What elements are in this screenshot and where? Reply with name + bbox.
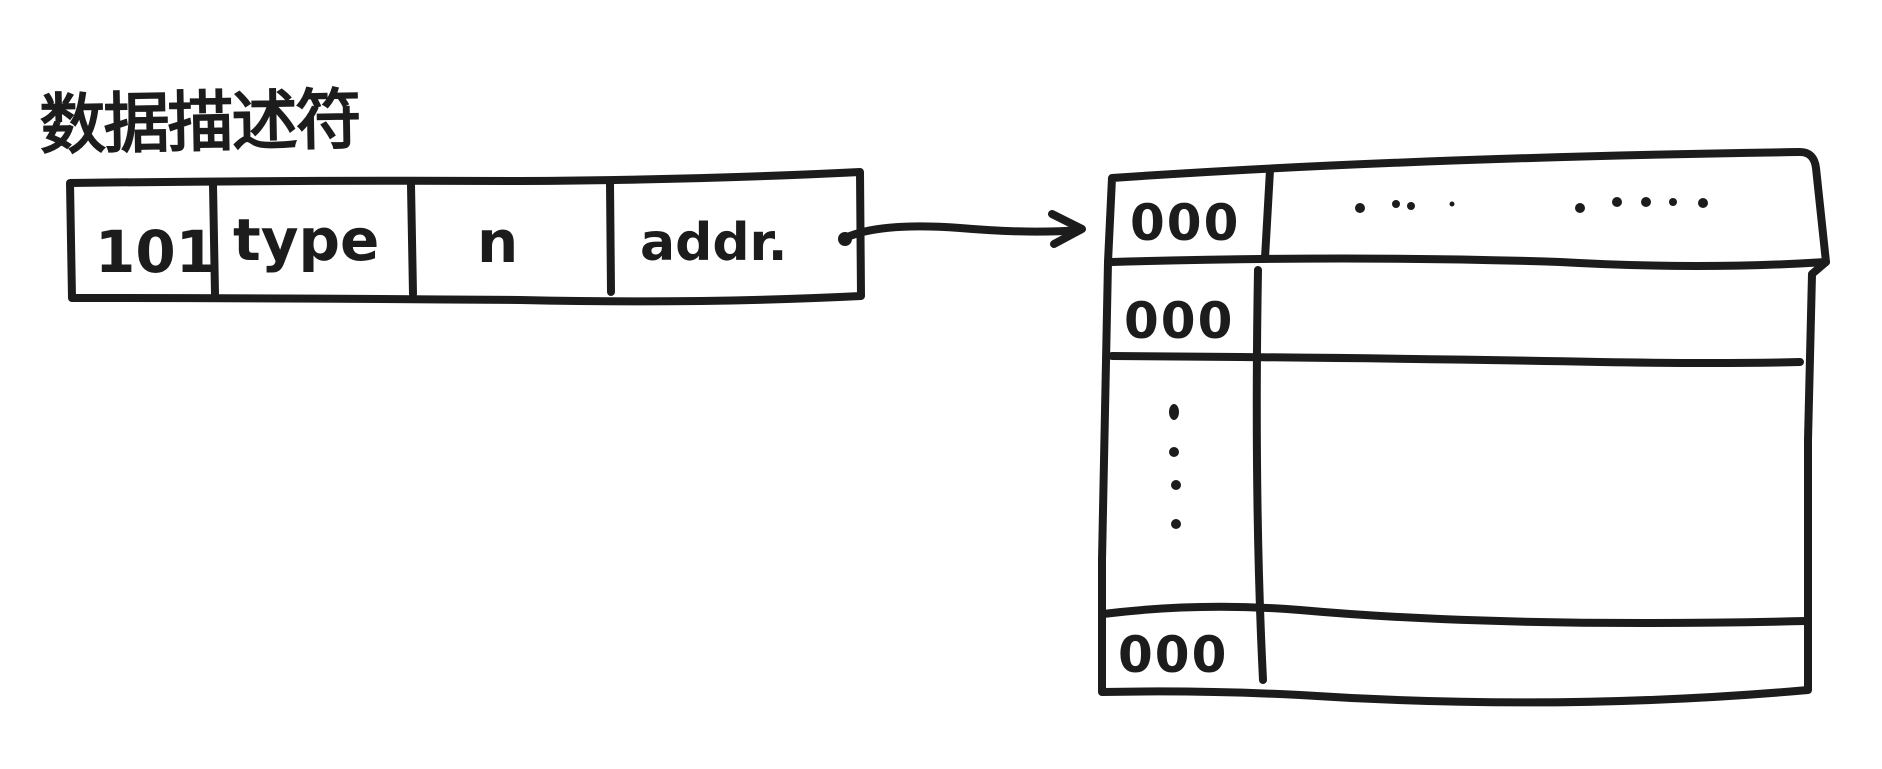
header-row-divider <box>1108 254 1830 270</box>
descriptor-field-type: type <box>233 206 379 274</box>
descriptor-field-101: 101 <box>95 218 216 286</box>
header-column-divider <box>1261 166 1274 262</box>
header-ellipsis <box>1355 197 1708 213</box>
descriptor-divider-1 <box>209 181 219 298</box>
row-divider-2 <box>1099 602 1810 627</box>
descriptor-field-addr: addr. <box>640 213 788 273</box>
table-row-label-last: 000 <box>1118 626 1228 684</box>
descriptor-field-n: n <box>477 208 518 276</box>
table-outline <box>1098 148 1830 707</box>
table-row-label-first: 000 <box>1124 292 1234 350</box>
diagram-title: 数据描述符 <box>39 81 360 164</box>
descriptor-outline <box>66 168 865 306</box>
row-divider-1 <box>1108 352 1804 367</box>
pointer-line <box>841 222 1084 242</box>
left-column-divider <box>1252 266 1267 684</box>
vertical-ellipsis <box>1169 404 1181 529</box>
descriptor-divider-3 <box>606 179 615 296</box>
pointer-arrowhead <box>1048 210 1086 248</box>
memory-table: 000 000 000 <box>1098 148 1830 707</box>
descriptor-divider-2 <box>407 181 417 298</box>
pointer-arrow <box>838 210 1086 248</box>
table-row-label-header: 000 <box>1130 194 1240 252</box>
descriptor-record: 101 type n addr. <box>66 168 865 306</box>
